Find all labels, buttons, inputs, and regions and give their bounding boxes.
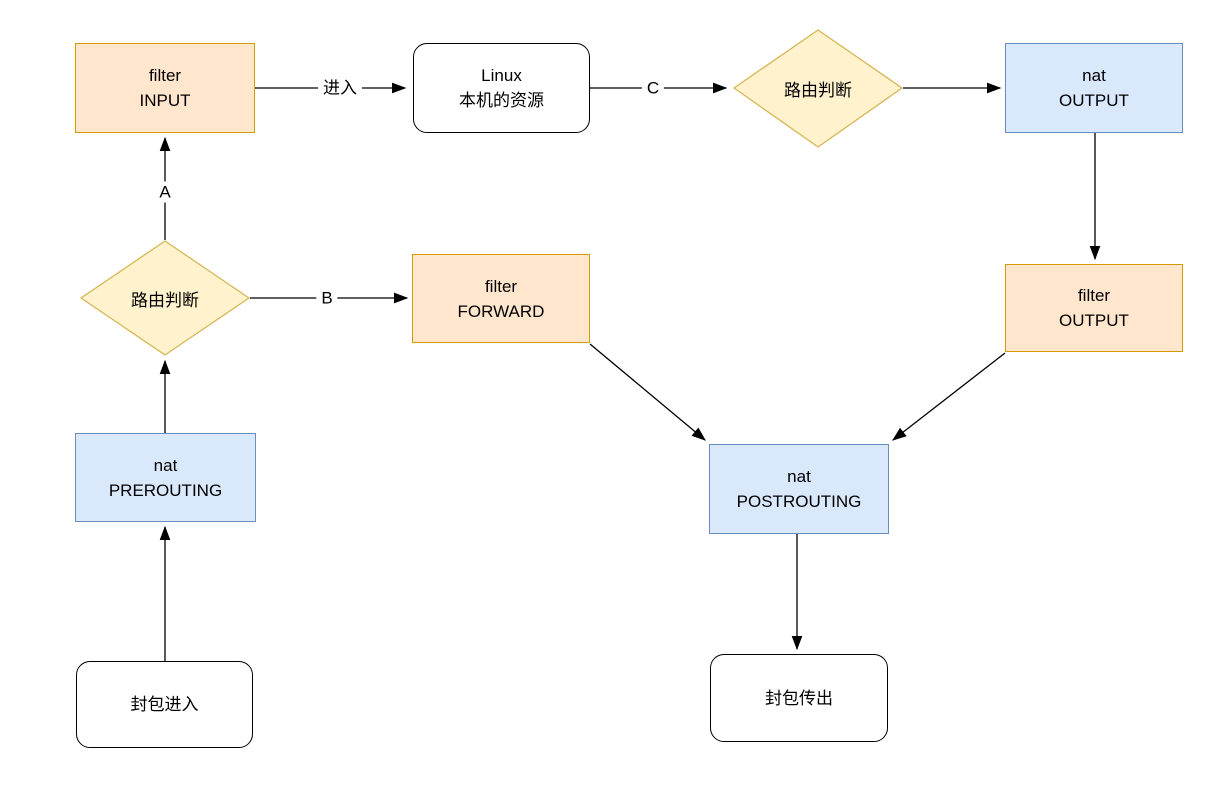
node-nat-output-line1: nat <box>1082 66 1106 85</box>
edge-label-c: C <box>641 77 665 99</box>
node-linux-local-resources: Linux 本机的资源 <box>413 43 590 133</box>
edge-label-enter: 进入 <box>318 77 362 99</box>
edge-label-a: A <box>154 181 176 203</box>
node-filter-input-line1: filter <box>148 66 182 85</box>
node-nat-postrouting-line1: nat <box>787 467 811 486</box>
node-linux-line2: 本机的资源 <box>459 91 544 110</box>
node-nat-output: nat OUTPUT <box>1005 43 1183 133</box>
route-decision-left-label: 路由判断 <box>131 290 199 310</box>
node-filter-output-line1: filter <box>1077 286 1111 305</box>
node-filter-forward: filter FORWARD <box>412 254 590 343</box>
node-packet-in: 封包进入 <box>76 661 253 748</box>
node-nat-prerouting-line2: PREROUTING <box>108 480 223 500</box>
node-nat-postrouting-line2: POSTROUTING <box>736 492 862 511</box>
edge-label-b: B <box>316 287 338 309</box>
node-nat-prerouting-line1: nat <box>153 455 178 475</box>
node-filter-output: filter OUTPUT <box>1005 264 1183 352</box>
route-decision-left-diamond <box>79 240 251 356</box>
node-filter-forward-line1: filter <box>484 276 518 296</box>
route-decision-top-label: 路由判断 <box>784 81 852 100</box>
node-packet-in-label: 封包进入 <box>130 695 199 714</box>
edge-filter-forward-to-nat-postrouting <box>589 343 706 441</box>
node-filter-input-line2: INPUT <box>139 91 191 110</box>
node-filter-forward-line2: FORWARD <box>457 301 545 321</box>
edge-filter-output-to-nat-postrouting <box>892 352 1006 441</box>
route-decision-top-diamond <box>732 29 904 148</box>
node-linux-line1: Linux <box>481 66 522 85</box>
node-packet-out: 封包传出 <box>710 654 888 742</box>
node-filter-input: filter INPUT <box>75 43 255 133</box>
node-filter-output-line2: OUTPUT <box>1059 311 1129 330</box>
node-nat-output-line2: OUTPUT <box>1059 91 1129 110</box>
node-nat-prerouting: nat PREROUTING <box>75 433 256 522</box>
node-packet-out-label: 封包传出 <box>765 688 833 708</box>
node-nat-postrouting: nat POSTROUTING <box>709 444 889 534</box>
